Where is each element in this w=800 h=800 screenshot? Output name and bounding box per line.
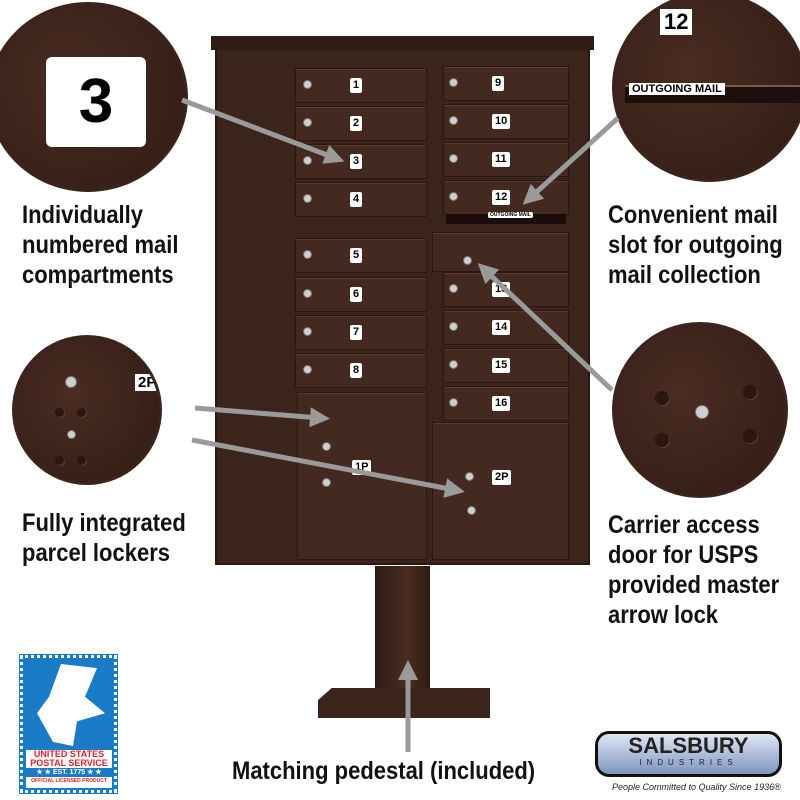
caption-numbered: Individually numbered mail compartments: [22, 200, 178, 290]
lock-icon: [303, 80, 312, 89]
lock-icon: [303, 194, 312, 203]
compartment-number: 12: [492, 190, 511, 205]
lock-icon: [322, 478, 331, 487]
pedestal-base: [318, 688, 490, 718]
carrier-access-door: [432, 232, 569, 272]
lock-icon: [463, 256, 472, 265]
salsbury-tagline: People Committed to Quality Since 1936®: [612, 782, 781, 792]
lock-icon: [303, 327, 312, 336]
usps-line2: POSTAL SERVICE: [30, 758, 108, 768]
slot-label: OUTGOING MAIL: [629, 83, 725, 95]
caption-line: mail collection: [608, 261, 761, 289]
lock-icon: [322, 442, 331, 451]
compartment-number: 3: [350, 154, 363, 169]
lock-icon: [467, 506, 476, 515]
caption-line: numbered mail: [22, 231, 179, 259]
caption-line: provided master: [608, 571, 780, 599]
cabinet-top: [211, 36, 594, 50]
compartment-number: 7: [350, 325, 363, 340]
mail-compartment-door: [295, 68, 427, 103]
caption-pedestal: Matching pedestal (included): [232, 757, 536, 785]
slot-tag: 12: [660, 9, 693, 35]
callout-carrier-circle: [612, 322, 788, 498]
caption-parcel: Fully integrated parcel lockers: [22, 508, 186, 568]
lock-icon: [303, 289, 312, 298]
number-tag: 3: [46, 57, 146, 147]
parcel-tag: 2P: [135, 374, 159, 391]
compartment-number: 8: [350, 363, 363, 378]
callout-parcel-circle: 2P: [12, 335, 162, 485]
caption-line: slot for outgoing: [608, 231, 783, 259]
lock-icon: [303, 156, 312, 165]
salsbury-name: SALSBURY: [628, 733, 749, 758]
mail-compartment-door: [443, 66, 569, 101]
lock-icon: [303, 118, 312, 127]
lock-icon: [449, 398, 458, 407]
caption-line: arrow lock: [608, 601, 719, 629]
caption-line: Fully integrated: [22, 509, 186, 537]
arrow-numbered: [181, 97, 345, 164]
salsbury-logo: SALSBURY INDUSTRIES: [595, 731, 782, 777]
usps-line1: UNITED STATES: [33, 749, 105, 759]
arrow-parcel-2: [191, 437, 465, 498]
lock-icon: [303, 365, 312, 374]
arrow-slot: [522, 116, 620, 205]
compartment-number: 11: [492, 152, 510, 167]
compartment-number: 9: [492, 76, 505, 91]
compartment-number: 14: [492, 320, 511, 335]
caption-line: door for USPS: [608, 541, 759, 569]
slot-label: OUTGOING MAIL: [488, 212, 533, 218]
lock-icon: [449, 192, 458, 201]
compartment-number: 2: [350, 116, 363, 131]
usps-est: ★ ★ EST. 1775 ★ ★: [26, 768, 112, 777]
lock-icon: [465, 472, 474, 481]
arrow-parcel-1: [194, 405, 330, 428]
eagle-icon: [37, 664, 105, 746]
caption-line: Convenient mail: [608, 201, 778, 229]
salsbury-sub: INDUSTRIES: [639, 758, 738, 767]
lock-icon: [303, 250, 312, 259]
usps-licensed: OFFICIAL LICENSED PRODUCT: [31, 778, 107, 784]
lock-icon: [449, 284, 458, 293]
caption-carrier: Carrier access door for USPS provided ma…: [608, 510, 779, 630]
lock-icon: [449, 154, 458, 163]
arrow-carrier: [477, 263, 614, 392]
caption-line: Individually: [22, 201, 144, 229]
outgoing-mail-slot: [446, 214, 566, 224]
caption-slot: Convenient mail slot for outgoing mail c…: [608, 200, 783, 290]
caption-line: Carrier access: [608, 511, 760, 539]
caption-line: compartments: [22, 261, 174, 289]
compartment-number: 10: [492, 114, 511, 129]
callout-number-circle: 3: [0, 2, 188, 192]
compartment-number: 4: [350, 192, 363, 207]
compartment-number: 16: [492, 396, 511, 411]
compartment-number: 6: [350, 287, 363, 302]
lock-icon: [449, 78, 458, 87]
parcel-number: 2P: [492, 470, 512, 485]
compartment-number: 5: [350, 248, 363, 263]
callout-slot-circle: 12 OUTGOING MAIL: [612, 0, 800, 182]
usps-logo: UNITED STATES POSTAL SERVICE ★ ★ EST. 17…: [19, 654, 118, 794]
lock-icon: [449, 360, 458, 369]
compartment-number: 15: [492, 358, 511, 373]
lock-icon: [449, 116, 458, 125]
caption-line: parcel lockers: [22, 539, 170, 567]
compartment-number: 1: [350, 78, 363, 93]
lock-icon: [449, 322, 458, 331]
